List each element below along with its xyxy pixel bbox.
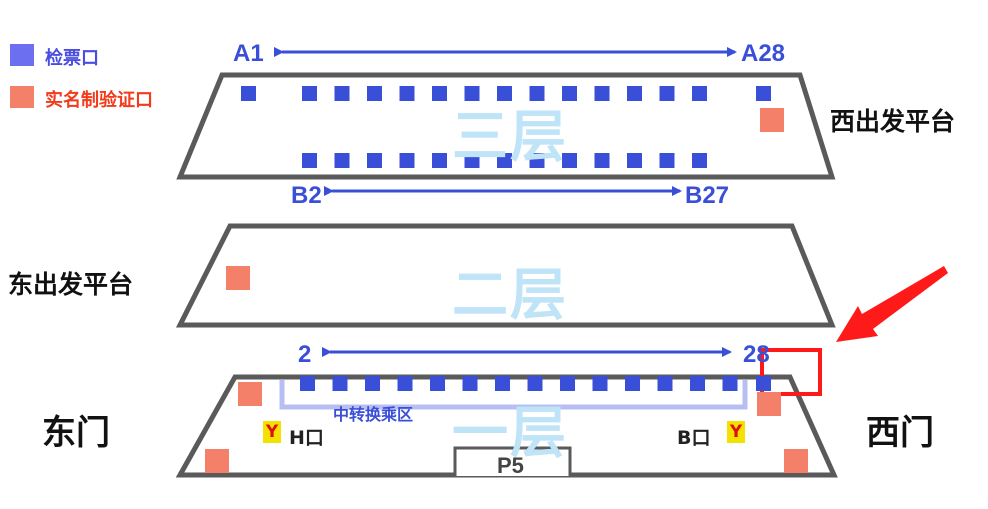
ticket-gate-first xyxy=(657,376,673,391)
ticket-gate-b xyxy=(367,153,382,168)
ticket-gate-b xyxy=(464,153,480,168)
ticket-gate-first xyxy=(560,376,575,391)
ticket-gate-a xyxy=(692,86,707,101)
ticket-gate-a xyxy=(497,86,512,101)
ticket-gate-b xyxy=(302,153,317,168)
ticket-gate-b xyxy=(334,153,350,168)
range-b-start: B2 xyxy=(291,182,322,209)
ticket-gate-b xyxy=(562,153,577,168)
ticket-gate-first xyxy=(495,376,510,391)
legend-ticket-gate-swatch xyxy=(10,44,34,66)
ticket-gate-a xyxy=(302,86,317,101)
ticket-gate-a xyxy=(627,86,642,101)
ticket-gate-a xyxy=(399,86,415,101)
ticket-gate-first xyxy=(625,376,640,391)
ticket-gate-first xyxy=(397,376,413,391)
west-door-label: 西门 xyxy=(866,413,934,453)
ticket-gate-a xyxy=(529,86,545,101)
id-check-second-east xyxy=(226,266,250,290)
range-first-end: 28 xyxy=(743,341,770,368)
ticket-gate-b xyxy=(627,153,642,168)
ticket-gate-b xyxy=(432,153,447,168)
east-door-label: 东门 xyxy=(42,413,110,453)
ticket-gate-b xyxy=(692,153,707,168)
range-a-start: A1 xyxy=(233,40,264,67)
floor-label-first: 一层 xyxy=(452,401,568,466)
floor-label-second: 二层 xyxy=(452,263,568,328)
east-departure-platform-label: 东出发平台 xyxy=(8,270,134,299)
ticket-gate-a xyxy=(241,86,256,101)
ticket-gate-b xyxy=(497,153,512,168)
ticket-gate-b xyxy=(399,153,415,168)
ticket-gate-b xyxy=(529,153,545,168)
ticket-gate-a xyxy=(594,86,610,101)
ticket-gate-b xyxy=(659,153,675,168)
transfer-area-label: 中转换乘区 xyxy=(333,405,414,424)
highlight-box xyxy=(760,348,822,396)
third-floor-outline xyxy=(176,72,836,180)
exit-h-label: H口 xyxy=(289,427,324,449)
exit-b-label: B口 xyxy=(677,427,711,449)
transfer-area-outline xyxy=(279,380,748,410)
id-check-first-nw xyxy=(238,382,262,406)
ticket-gate-a xyxy=(367,86,382,101)
ticket-gate-first xyxy=(690,376,705,391)
floor-label-third: 三层 xyxy=(452,105,568,170)
exit-b-icon: Y xyxy=(727,421,745,443)
range-a-end: A28 xyxy=(741,40,786,67)
ticket-gate-first xyxy=(592,376,608,391)
pointer-arrow xyxy=(836,266,948,342)
legend-id-check-label: 实名制验证口 xyxy=(45,90,153,111)
ticket-gate-a xyxy=(756,86,771,101)
legend-ticket-gate-label: 检票口 xyxy=(45,48,99,69)
id-check-first-ne xyxy=(757,392,781,416)
parking-box xyxy=(453,446,572,476)
ticket-gate-first xyxy=(756,376,771,391)
range-b-end: B27 xyxy=(685,182,730,209)
ticket-gate-b xyxy=(594,153,610,168)
exit-h-icon: Y xyxy=(263,421,281,443)
range-first-start: 2 xyxy=(298,341,312,368)
ticket-gate-first xyxy=(300,376,315,391)
ticket-gate-a xyxy=(562,86,577,101)
ticket-gate-first xyxy=(722,376,738,391)
id-check-first-se xyxy=(784,449,808,473)
ticket-gate-first xyxy=(430,376,445,391)
ticket-gate-a xyxy=(432,86,447,101)
west-departure-platform-label: 西出发平台 xyxy=(830,107,956,136)
ticket-gate-first xyxy=(527,376,543,391)
ticket-gate-a xyxy=(334,86,350,101)
ticket-gate-first xyxy=(332,376,348,391)
id-check-third-west xyxy=(760,108,784,132)
ticket-gate-first xyxy=(365,376,380,391)
ticket-gate-a xyxy=(659,86,675,101)
second-floor-outline xyxy=(175,223,836,328)
ticket-gate-a xyxy=(464,86,480,101)
id-check-first-sw xyxy=(205,449,229,473)
parking-label: P5 xyxy=(497,453,524,478)
legend-id-check-swatch xyxy=(10,86,34,108)
ticket-gate-first xyxy=(462,376,478,391)
